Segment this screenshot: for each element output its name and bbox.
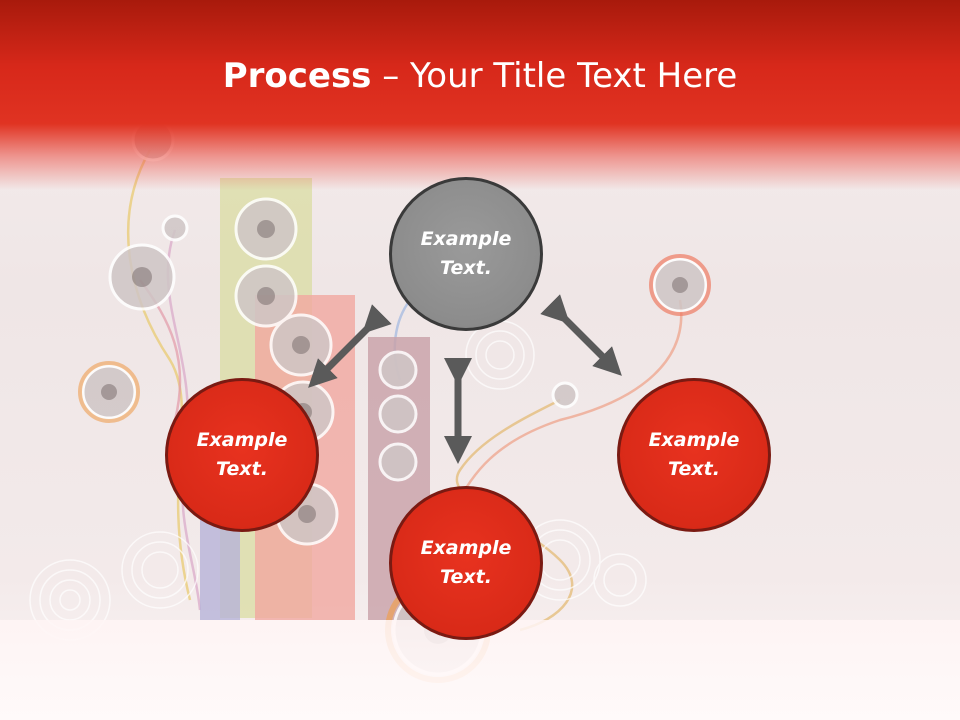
process-node-bottom: Example Text.	[389, 486, 543, 640]
title-bold: Process	[222, 56, 372, 96]
title-banner	[0, 0, 960, 190]
node-text: Example Text.	[420, 537, 512, 588]
arrow-top-right	[540, 294, 622, 376]
node-text: Example Text.	[648, 429, 740, 480]
node-text: Example Text.	[420, 228, 512, 279]
node-text: Example Text.	[196, 429, 288, 480]
arrow-top-left	[308, 304, 392, 388]
title-rest: – Your Title Text Here	[371, 56, 738, 96]
slide-title: Process – Your Title Text Here	[0, 54, 960, 98]
process-node-top: Example Text.	[389, 177, 543, 331]
process-node-right: Example Text.	[617, 378, 771, 532]
process-node-left: Example Text.	[165, 378, 319, 532]
